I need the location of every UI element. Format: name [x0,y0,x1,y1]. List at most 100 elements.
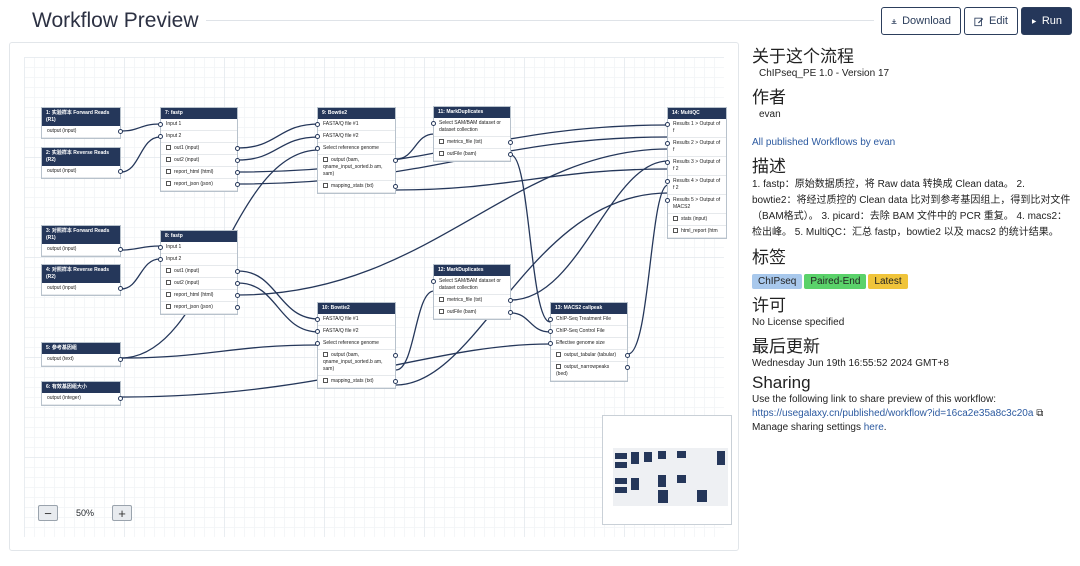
output-port[interactable] [235,182,240,187]
input-port[interactable] [665,179,670,184]
output-port[interactable] [118,286,123,291]
node-output[interactable]: out1 (input) [161,266,240,278]
node-output[interactable]: output (bam, qname_input_sorted.b am, sa… [318,350,398,376]
node-input[interactable]: FASTA/Q file #2 [315,326,395,338]
checkbox[interactable] [439,151,444,157]
zoom-in-button[interactable]: + [112,505,133,521]
node-input[interactable]: Results 3 > Output of f 2 [665,157,726,176]
output-port[interactable] [118,247,123,252]
node-input[interactable]: Results 1 > Output of f [665,119,726,138]
output-port[interactable] [235,293,240,298]
output-port[interactable] [235,305,240,310]
all-workflows-link[interactable]: All published Workflows by evan [752,137,896,148]
input-port[interactable] [158,134,163,139]
node-output[interactable]: mapping_stats (txt) [318,376,398,388]
output-port[interactable] [118,169,123,174]
minimap[interactable] [602,415,732,525]
output-port[interactable] [235,158,240,163]
node-output[interactable]: stats (input) [668,214,726,226]
checkbox[interactable] [556,364,561,370]
node-output[interactable]: output (input) [42,244,123,256]
edit-button[interactable]: Edit [964,7,1018,35]
zoom-out-button[interactable]: − [38,505,58,521]
input-port[interactable] [665,141,670,146]
input-port[interactable] [548,329,553,334]
input-port[interactable] [158,257,163,262]
node-output[interactable]: report_json (json) [161,302,240,314]
tag-paired-end[interactable]: Paired-End [804,274,867,289]
output-port[interactable] [235,146,240,151]
node-output[interactable]: report_html (html) [161,290,240,302]
checkbox[interactable] [323,157,328,163]
node-markduplicates-11[interactable]: 11: MarkDuplicates Select SAM/BAM datase… [431,106,513,162]
output-port[interactable] [118,396,123,401]
checkbox[interactable] [166,268,171,274]
input-port[interactable] [431,121,436,126]
node-fastp-8[interactable]: 8: fastp Input 1 Input 2 out1 (input) ou… [158,230,240,315]
node-input[interactable]: Select reference genome [315,143,395,155]
node-input[interactable]: FASTA/Q file #2 [315,131,395,143]
node-input[interactable]: Results 2 > Output of f [665,138,726,157]
node-input[interactable]: Input 1 [158,242,237,254]
node-output[interactable]: out1 (input) [161,143,240,155]
output-port[interactable] [235,281,240,286]
output-port[interactable] [393,353,398,358]
node-input[interactable]: ChIP-Seq Control File [548,326,627,338]
node-input[interactable]: Effective genome size [548,338,627,350]
checkbox[interactable] [166,292,171,298]
node-output[interactable]: output (input) [42,166,123,178]
node-multiqc-14[interactable]: 14: MultiQC Results 1 > Output of f Resu… [665,107,727,239]
node-input[interactable]: Input 2 [158,131,237,143]
copy-icon[interactable]: ⧉ [1036,408,1044,419]
checkbox[interactable] [556,352,561,358]
checkbox[interactable] [323,183,328,189]
node-output[interactable]: out2 (input) [161,278,240,290]
checkbox[interactable] [323,352,328,358]
input-port[interactable] [315,122,320,127]
node-markduplicates-12[interactable]: 12: MarkDuplicates Select SAM/BAM datase… [431,264,513,320]
output-port[interactable] [508,140,513,145]
output-port[interactable] [625,365,630,370]
minimap-viewport[interactable] [613,448,728,506]
node-output[interactable]: output_narrowpeaks (bed) [551,362,630,381]
node-output[interactable]: output (text) [42,354,123,366]
node-output[interactable]: report_html (html) [161,167,240,179]
input-port[interactable] [315,329,320,334]
checkbox[interactable] [166,304,171,310]
node-input-3[interactable]: 3: 对照样本 Forward Reads (R1) output (input… [41,225,123,257]
node-input[interactable]: Select SAM/BAM dataset or dataset collec… [431,118,510,137]
node-output[interactable]: outFile (bam) [434,149,513,161]
output-port[interactable] [393,379,398,384]
node-input[interactable]: Select reference genome [315,338,395,350]
output-port[interactable] [393,158,398,163]
run-button[interactable]: Run [1021,7,1072,35]
output-port[interactable] [393,184,398,189]
node-output[interactable]: metrics_file (txt) [434,137,513,149]
node-input-1[interactable]: 1: 实验样本 Forward Reads (R1) output (input… [41,107,123,139]
node-input-5[interactable]: 5: 参考基因组 output (text) [41,342,123,367]
node-input[interactable]: FASTA/Q file #1 [315,314,395,326]
checkbox[interactable] [166,145,171,151]
checkbox[interactable] [439,139,444,145]
tag-chipseq[interactable]: ChIPseq [752,274,803,289]
node-input[interactable]: FASTA/Q file #1 [315,119,395,131]
input-port[interactable] [158,245,163,250]
node-output[interactable]: output (input) [42,283,123,295]
node-input[interactable]: Results 4 > Output of f 2 [665,176,726,195]
node-input[interactable]: Select SAM/BAM dataset or dataset collec… [431,276,510,295]
node-input-6[interactable]: 6: 有效基因组大小 output (integer) [41,381,123,406]
input-port[interactable] [548,341,553,346]
checkbox[interactable] [439,297,444,303]
input-port[interactable] [315,317,320,322]
node-output[interactable]: output_tabular (tabular) [551,350,630,362]
node-output[interactable]: output (integer) [42,393,123,405]
input-port[interactable] [158,122,163,127]
checkbox[interactable] [166,181,171,187]
node-input[interactable]: Input 2 [158,254,237,266]
checkbox[interactable] [323,378,328,384]
checkbox[interactable] [439,309,444,315]
input-port[interactable] [315,341,320,346]
input-port[interactable] [665,198,670,203]
input-port[interactable] [665,160,670,165]
node-input[interactable]: Input 1 [158,119,237,131]
